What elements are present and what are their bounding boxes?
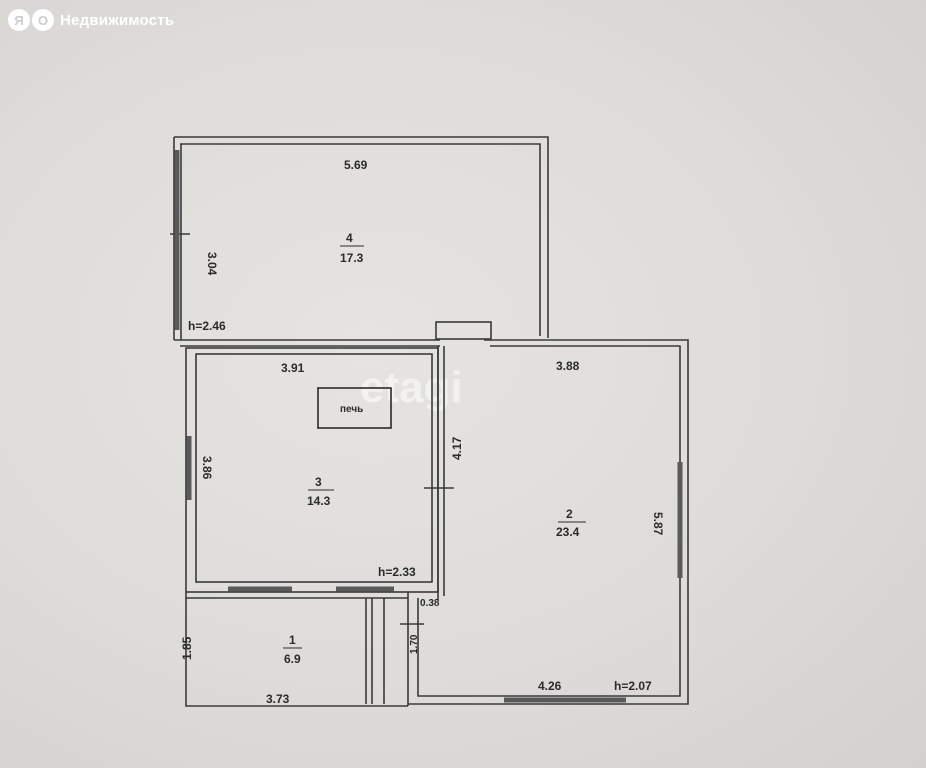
- dim-passage-1-70: 1.70: [409, 634, 420, 654]
- chimney-block: [435, 321, 492, 340]
- dim-room1-width: 3.73: [266, 692, 290, 706]
- dim-room2-bottom: 4.26: [538, 679, 562, 693]
- logo-letter-o: О: [32, 9, 54, 31]
- room2-number: 2: [566, 507, 573, 521]
- room3-area: 14.3: [307, 494, 331, 508]
- realty-watermark: Я О Недвижимость: [8, 6, 174, 34]
- dim-room3-height: h=2.33: [378, 565, 416, 579]
- logo-letter-ya: Я: [8, 9, 30, 31]
- dim-wall-4-17: 4.17: [450, 436, 464, 460]
- room2-area: 23.4: [556, 525, 580, 539]
- dim-room3-width: 3.91: [281, 361, 305, 375]
- dim-room2-height: h=2.07: [614, 679, 652, 693]
- room3-number: 3: [315, 475, 322, 489]
- room3-walls-inner: [195, 353, 433, 583]
- realty-logo: Я О: [8, 9, 54, 31]
- watermark-text: Недвижимость: [60, 11, 175, 29]
- dim-passage-0-38: 0.38: [420, 598, 440, 609]
- dim-room2-width: 3.88: [556, 359, 580, 373]
- dim-room3-depth: 3.86: [200, 456, 214, 480]
- dim-room4-depth: 3.04: [205, 252, 219, 276]
- room1-number: 1: [289, 633, 296, 647]
- room1-area: 6.9: [284, 652, 301, 666]
- dim-room4-height: h=2.46: [188, 319, 226, 333]
- room2-outer-wall: [408, 339, 689, 705]
- room4-outer-wall: [174, 136, 549, 338]
- dim-room2-depth: 5.87: [651, 512, 665, 536]
- room2-inner-wall: [417, 345, 681, 697]
- dim-room1-depth: 1.85: [180, 636, 194, 660]
- room1-walls: [185, 592, 408, 707]
- stove-label: печь: [340, 404, 363, 415]
- dim-room4-width: 5.69: [344, 158, 368, 172]
- stove: [317, 387, 392, 429]
- room4-area: 17.3: [340, 251, 364, 265]
- room4-inner-wall: [180, 143, 541, 336]
- room4-number: 4: [346, 231, 353, 245]
